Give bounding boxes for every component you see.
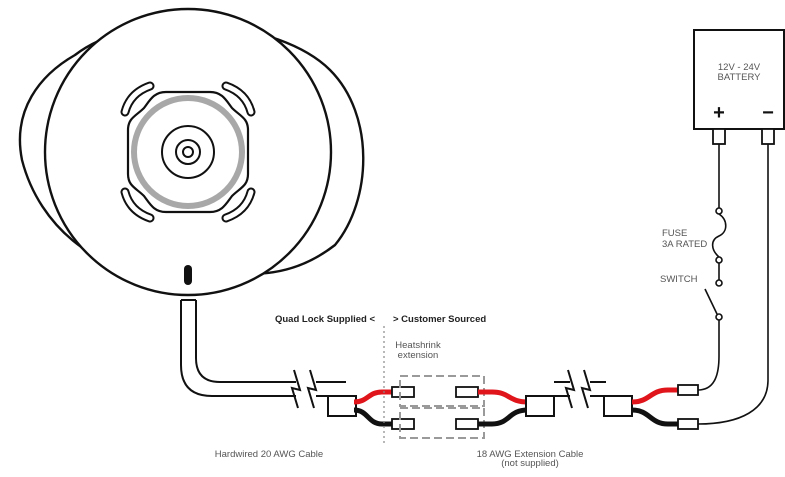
led-indicator — [184, 265, 192, 285]
extension-cable-note: (not supplied) — [501, 458, 559, 469]
extension-cable-right-stub — [590, 381, 606, 397]
battery-negative-terminal — [761, 128, 775, 145]
fuse-label: FUSE — [662, 228, 687, 239]
extension-negative-terminal-right — [677, 418, 699, 430]
battery-negative-sign: − — [762, 102, 774, 124]
extension-negative-wire-right — [631, 407, 680, 427]
light-slot-top-right-inner — [223, 83, 254, 115]
sourced-section-label: > Customer Sourced — [393, 314, 486, 325]
extension-positive-wire-right — [631, 387, 680, 405]
light-slot-bottom-left-inner — [122, 189, 153, 221]
extension-positive-terminal-right — [677, 384, 699, 396]
extension-cable-label: 18 AWG Extension Cable — [477, 449, 584, 460]
extension-positive-wire-left — [478, 389, 529, 405]
supplied-section-label: Quad Lock Supplied < — [275, 314, 375, 325]
switch-label: SWITCH — [660, 274, 698, 285]
battery-positive-sign: + — [713, 102, 725, 124]
battery-voltage-label: 12V - 24V — [718, 62, 761, 73]
mount-center-inner — [182, 146, 194, 158]
fuse-symbol — [711, 207, 727, 264]
cable-break-right — [564, 369, 592, 409]
heatshrink-label-extension: extension — [398, 350, 439, 361]
light-slot-bottom-right-inner — [223, 189, 254, 221]
battery-negative-lead — [697, 144, 769, 425]
unit-positive-wire — [353, 389, 392, 405]
hardwired-jacket-end — [327, 395, 357, 417]
unit-positive-terminal — [391, 386, 415, 398]
extension-cable-mid — [554, 381, 570, 397]
unit-negative-wire — [353, 407, 392, 427]
extension-jacket-left — [525, 395, 555, 417]
battery-positive-lead — [697, 320, 720, 391]
cable-break-left — [290, 369, 318, 409]
extension-negative-wire-left — [478, 407, 529, 427]
fuse-rating-label: 3A RATED — [662, 239, 707, 250]
extension-jacket-right — [603, 395, 633, 417]
extension-negative-terminal-left — [455, 418, 479, 430]
light-unit — [18, 7, 365, 297]
battery-label: BATTERY — [718, 72, 762, 83]
hardwired-cable-stub — [316, 381, 346, 397]
unit-negative-terminal — [391, 418, 415, 430]
battery-body — [693, 29, 785, 130]
heatshrink-label: Heatshrink — [395, 340, 441, 351]
extension-positive-terminal-left — [455, 386, 479, 398]
switch-symbol — [704, 279, 723, 321]
hardwired-cable-label: Hardwired 20 AWG Cable — [215, 449, 323, 460]
light-slot-top-left-inner — [122, 83, 153, 115]
hardwired-cable — [180, 299, 296, 397]
battery-positive-terminal — [712, 128, 726, 145]
